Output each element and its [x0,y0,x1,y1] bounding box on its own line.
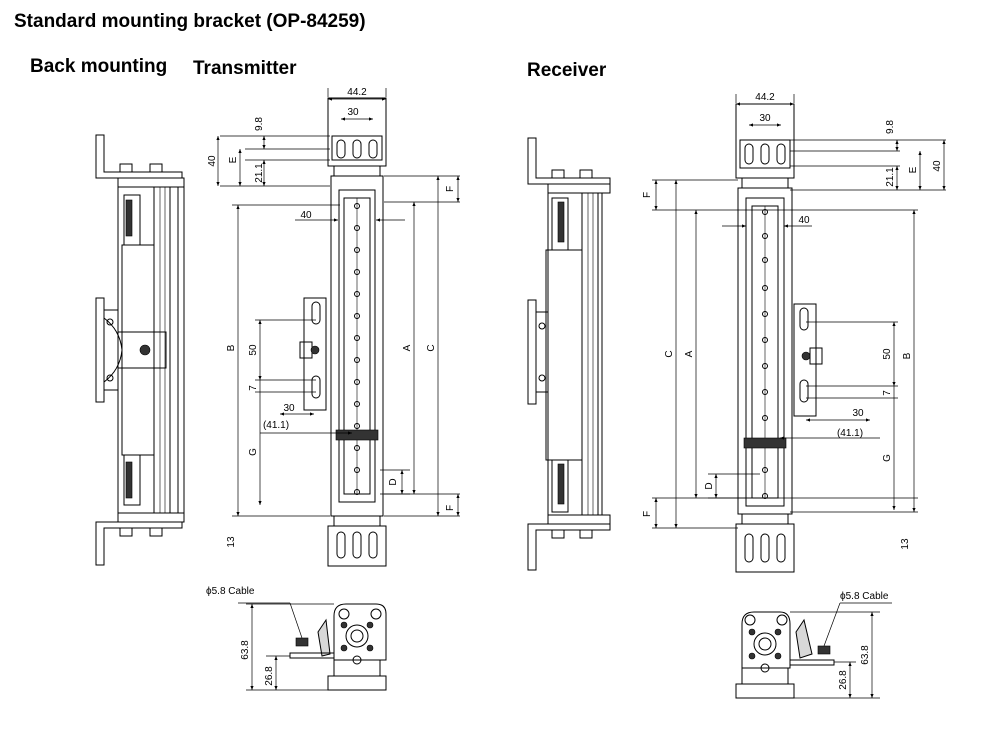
transmitter-top-view: ϕ5.8 Cable 63.8 26.8 [206,586,387,691]
receiver-D-dim: D [704,482,715,489]
receiver-led-column [762,209,768,499]
transmitter-led-column [354,203,360,495]
transmitter-7-dim: 7 [248,385,259,391]
transmitter-21-1-dim: 21.1 [254,163,265,183]
receiver-21-1-dim: 21.1 [885,167,896,187]
page-title: Standard mounting bracket (OP-84259) [14,11,366,32]
receiver-width-dim: 44.2 [755,92,775,103]
transmitter-C-dim: C [426,344,437,351]
transmitter-40-dim: 40 [207,155,218,167]
transmitter-F-top-dim: F [445,186,456,192]
receiver-13-dim: 13 [900,538,911,550]
receiver-E-dim: E [908,166,919,173]
transmitter-G-dim: G [248,448,259,456]
receiver-B-dim: B [902,352,913,359]
receiver-top-view: ϕ5.8 Cable 63.8 26.8 [735,591,892,699]
transmitter-hole-pitch-dim: 30 [347,107,359,118]
receiver-C-dim: C [664,350,675,357]
transmitter-heading: Transmitter [193,58,297,79]
receiver-41-1-dim: (41.1) [837,428,863,439]
transmitter-13-dim: 13 [226,536,237,548]
transmitter-41-1-dim: (41.1) [263,420,289,431]
receiver-30-horizontal-dim: 30 [852,408,864,419]
transmitter-D-dim: D [388,478,399,485]
transmitter-width-dim: 44.2 [347,87,367,98]
receiver-50-dim: 50 [882,348,893,360]
transmitter-50-dim: 50 [248,344,259,356]
receiver-40-horizontal-dim: 40 [798,215,810,226]
transmitter-cable-label: ϕ5.8 Cable [206,586,255,597]
transmitter-9-8-dim: 9.8 [254,117,265,131]
receiver-F-bottom-dim: F [642,511,653,517]
receiver-hole-pitch-dim: 30 [759,113,771,124]
receiver-G-dim: G [882,454,893,462]
transmitter-E-dim: E [228,156,239,163]
receiver-side-view [527,137,611,571]
receiver-front-view: 44.2 30 40 E 9.8 21.1 F F C A 40 B [642,92,946,573]
transmitter-26-8-dim: 26.8 [264,666,275,686]
receiver-F-top-dim: F [642,192,653,198]
back-mounting-side-view-left [95,134,185,566]
receiver-40-dim: 40 [932,160,943,172]
transmitter-front-view: 44.2 30 40 E 9.8 21.1 F F A C 40 B [207,87,460,567]
receiver-9-8-dim: 9.8 [885,120,896,134]
transmitter-A-dim: A [402,344,413,351]
transmitter-63-8-dim: 63.8 [240,640,251,660]
transmitter-40-horizontal-dim: 40 [300,210,312,221]
receiver-26-8-dim: 26.8 [838,670,849,690]
receiver-A-dim: A [684,350,695,357]
receiver-cable-label: ϕ5.8 Cable [840,591,889,602]
transmitter-30-horizontal-dim: 30 [283,403,295,414]
receiver-63-8-dim: 63.8 [860,645,871,665]
receiver-7-dim: 7 [882,390,893,396]
transmitter-F-bottom-dim: F [445,505,456,511]
transmitter-B-dim: B [226,344,237,351]
back-mounting-heading: Back mounting [30,56,168,77]
receiver-heading: Receiver [527,60,607,81]
